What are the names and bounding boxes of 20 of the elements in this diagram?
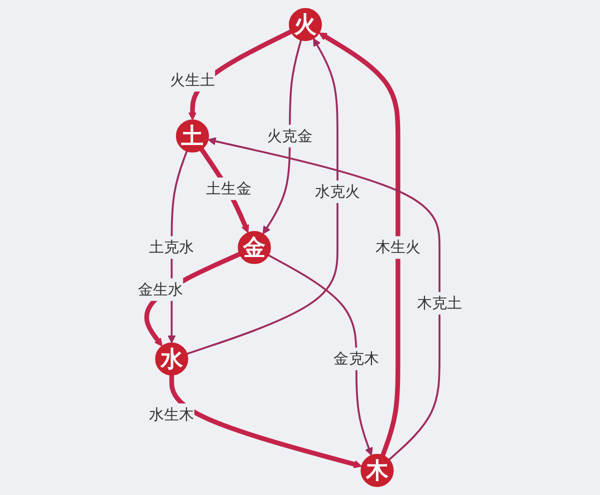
node-circle: 金 <box>238 230 271 264</box>
arrow <box>186 38 338 355</box>
edge-label: 火克金 <box>267 126 312 145</box>
edge-label: 土克水 <box>149 238 194 256</box>
edge-label: 火生土 <box>170 70 216 89</box>
edge-label: 土生金 <box>206 179 252 198</box>
edge-label: 水克火 <box>314 182 360 200</box>
arrow <box>318 32 400 456</box>
arrow <box>169 375 362 468</box>
edge-label: 水生木 <box>149 405 194 424</box>
edge-label: 木克土 <box>416 294 462 312</box>
node-circle: 木 <box>360 454 394 487</box>
edge-label: 金生水 <box>138 280 184 298</box>
edge-label: 金克木 <box>334 350 380 368</box>
node-circle: 火 <box>288 8 322 42</box>
arrow <box>208 137 440 460</box>
arrow <box>268 254 373 456</box>
edge-label: 木生火 <box>375 238 421 256</box>
arrow <box>262 40 302 234</box>
node-circle: 土 <box>176 120 209 153</box>
